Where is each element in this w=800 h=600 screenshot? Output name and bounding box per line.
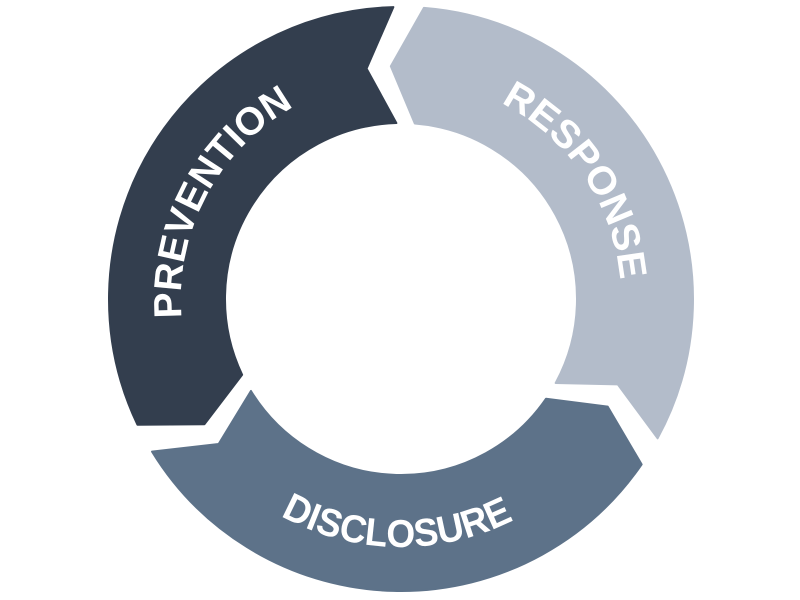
segment-disclosure-arrow (151, 389, 643, 592)
segment-response-arrow (389, 6, 694, 440)
segment-prevention-arrow (108, 6, 398, 426)
segments (108, 6, 694, 592)
